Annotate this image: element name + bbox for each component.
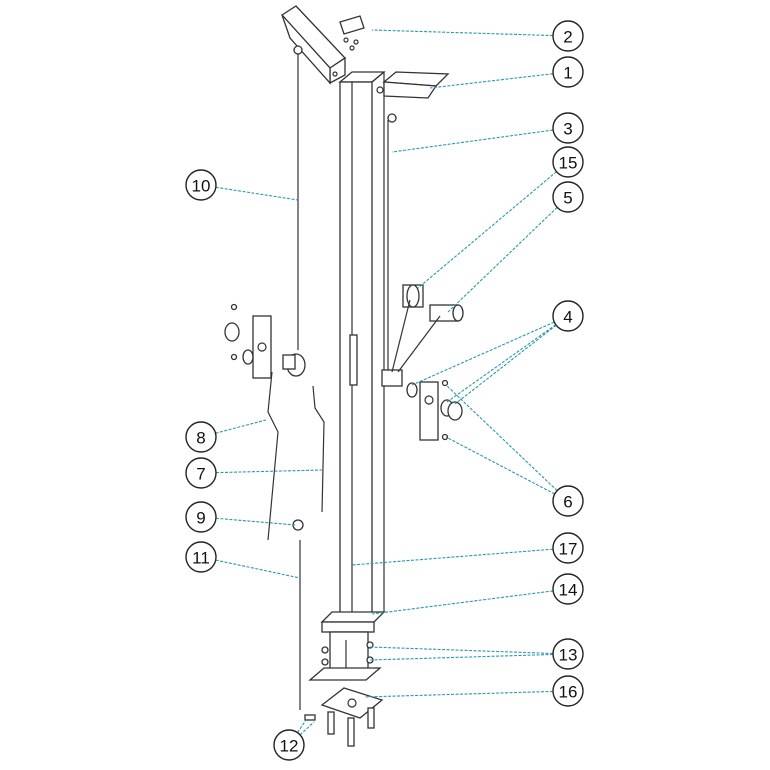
- leader-line-17: [351, 548, 554, 566]
- callout-circle: [552, 573, 584, 605]
- base-sleeve: [308, 611, 386, 681]
- callout-label: 7: [196, 465, 205, 484]
- leader-line-2: [371, 29, 554, 37]
- callout-circle: [552, 181, 584, 213]
- leader-line-4: [411, 321, 555, 386]
- callout-circle: [185, 541, 217, 573]
- callout-11: 11: [185, 541, 217, 573]
- leader-line-8: [215, 419, 267, 434]
- callout-label: 3: [563, 120, 572, 139]
- leader-line-13: [369, 646, 554, 655]
- leader-line-11: [215, 559, 301, 579]
- valves-left: [224, 303, 306, 379]
- callout-label: 13: [559, 646, 578, 665]
- shower-head-right: [382, 71, 450, 99]
- leader-line-6: [445, 384, 558, 492]
- callout-7: 7: [185, 457, 217, 489]
- leader-line-4: [446, 324, 557, 403]
- callout-circle: [552, 56, 584, 88]
- callout-9: 9: [185, 501, 217, 533]
- callout-circle: [552, 300, 584, 332]
- nozzle-part: [339, 15, 365, 51]
- callout-circle: [185, 501, 217, 533]
- callout-label: 5: [563, 189, 572, 208]
- shower-head-left: [281, 5, 347, 85]
- callout-label: 17: [559, 540, 578, 559]
- leader-line-6: [445, 436, 555, 495]
- main-pole: [338, 71, 386, 623]
- callout-5: 5: [552, 181, 584, 213]
- parts-drawing: [224, 5, 464, 747]
- leader-line-13: [369, 653, 554, 661]
- callout-circle: [552, 112, 584, 144]
- leader-line-12: [299, 721, 315, 736]
- callout-15: 15: [552, 146, 584, 178]
- leader-line-9: [215, 517, 297, 526]
- callout-6: 6: [552, 485, 584, 517]
- screws: [292, 519, 374, 666]
- callout-14: 14: [552, 573, 584, 605]
- callout-label: 2: [563, 28, 572, 47]
- callout-circle: [552, 638, 584, 670]
- callout-10: 10: [185, 169, 217, 201]
- callout-label: 9: [196, 509, 205, 528]
- callout-circle: [552, 20, 584, 52]
- leader-line-4: [454, 324, 557, 405]
- pipes: [267, 45, 397, 721]
- leader-line-15: [417, 171, 557, 289]
- leader-line-16: [363, 690, 554, 698]
- leader-line-5: [447, 206, 558, 313]
- callout-4: 4: [552, 300, 584, 332]
- leader-line-14: [371, 590, 554, 615]
- callout-circle: [552, 532, 584, 564]
- leader-line-7: [215, 469, 323, 474]
- leader-line-1: [429, 73, 554, 89]
- callout-circle: [185, 457, 217, 489]
- callout-circle: [552, 146, 584, 178]
- anchor-plate: [320, 687, 384, 747]
- leader-line-12: [296, 719, 307, 733]
- callout-label: 4: [563, 308, 572, 327]
- valves-right: [381, 284, 464, 441]
- callout-8: 8: [185, 421, 217, 453]
- leader-lines: [215, 29, 558, 736]
- callout-label: 15: [559, 154, 578, 173]
- callout-label: 6: [563, 493, 572, 512]
- callout-circle: [552, 485, 584, 517]
- callout-circle: [552, 675, 584, 707]
- callout-12: 12: [273, 729, 305, 761]
- callout-label: 12: [280, 737, 299, 756]
- callout-17: 17: [552, 532, 584, 564]
- callout-1: 1: [552, 56, 584, 88]
- callout-label: 10: [192, 177, 211, 196]
- callout-label: 14: [559, 581, 578, 600]
- leader-line-10: [215, 186, 299, 201]
- callout-13: 13: [552, 638, 584, 670]
- leader-line-3: [391, 129, 554, 153]
- callout-label: 1: [563, 64, 572, 83]
- callout-2: 2: [552, 20, 584, 52]
- callout-circle: [185, 169, 217, 201]
- callout-3: 3: [552, 112, 584, 144]
- callout-circle: [273, 729, 305, 761]
- callout-circle: [185, 421, 217, 453]
- callout-label: 16: [559, 683, 578, 702]
- callout-label: 8: [196, 429, 205, 448]
- callout-label: 11: [192, 549, 210, 568]
- callout-16: 16: [552, 675, 584, 707]
